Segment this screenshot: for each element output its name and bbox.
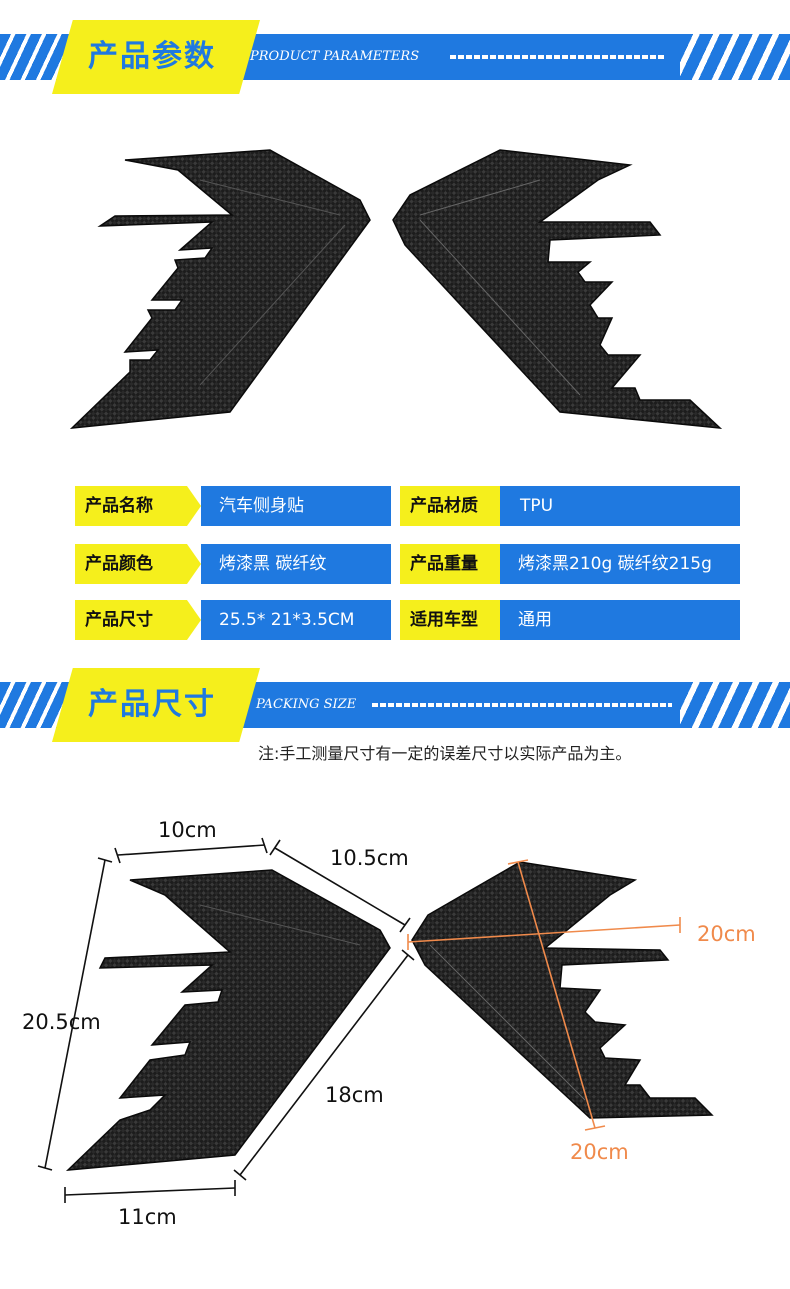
spec-value: 烤漆黑 碳纤纹 [201, 544, 391, 584]
banner-hatch-right [680, 682, 790, 728]
section-banner-parameters: 产品参数 PRODUCT PARAMETERS [0, 20, 790, 94]
spec-label: 产品材质 [400, 486, 512, 526]
spec-arrow [187, 544, 201, 584]
section-title-en: PRODUCT PARAMETERS [250, 49, 420, 64]
dim-bottom-width: 11cm [118, 1205, 177, 1229]
spec-label: 产品名称 [75, 486, 187, 526]
dimension-lines-black [37, 837, 415, 1203]
dim-right-vertical: 20cm [570, 1140, 629, 1164]
dim-right-horizontal: 20cm [697, 922, 756, 946]
spec-value: 汽车侧身贴 [201, 486, 391, 526]
spec-value: 25.5* 21*3.5CM [201, 600, 391, 640]
spec-label: 产品重量 [400, 544, 512, 584]
spec-label: 产品颜色 [75, 544, 187, 584]
spec-label: 产品尺寸 [75, 600, 187, 640]
product-image-right [392, 149, 723, 429]
spec-value: 烤漆黑210g 碳纤纹215g [500, 544, 740, 584]
spec-value: 通用 [500, 600, 740, 640]
banner-yellow-block [52, 668, 260, 742]
size-product-left [65, 869, 391, 1171]
dim-height-left: 20.5cm [22, 1010, 101, 1034]
spec-label: 适用车型 [400, 600, 512, 640]
banner-chain-decoration [372, 703, 672, 707]
dim-top-width: 10cm [158, 818, 217, 842]
section-title-en: PACKING SIZE [256, 697, 357, 712]
product-image-left [69, 149, 371, 429]
spec-arrow [187, 600, 201, 640]
banner-hatch-right [680, 34, 790, 80]
size-product-right [411, 861, 714, 1119]
section-banner-packing-size: 产品尺寸 PACKING SIZE [0, 668, 790, 742]
dim-diagonal-top: 10.5cm [330, 846, 409, 870]
section-title-cn: 产品参数 [88, 39, 216, 74]
banner-chain-decoration [450, 55, 665, 59]
dim-diagonal-bottom: 18cm [325, 1083, 384, 1107]
measurement-note: 注:手工测量尺寸有一定的误差尺寸以实际产品为主。 [258, 744, 632, 763]
spec-arrow [187, 486, 201, 526]
banner-yellow-block [52, 20, 260, 94]
section-title-cn: 产品尺寸 [88, 687, 216, 722]
dimension-lines-orange [407, 859, 681, 1131]
spec-value: TPU [500, 486, 740, 526]
